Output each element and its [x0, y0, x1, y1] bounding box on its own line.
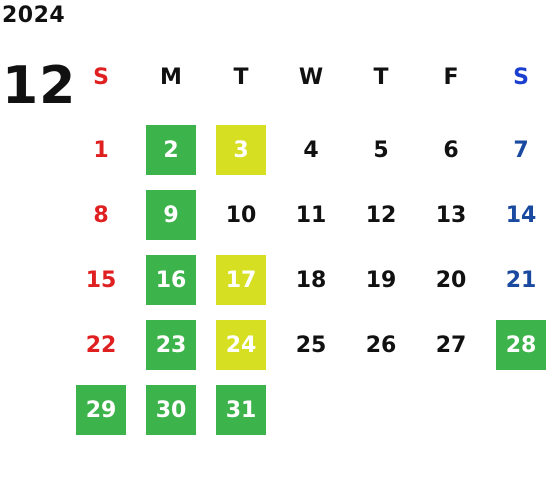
day-cell-18[interactable]: 18	[295, 267, 327, 293]
day-cell-3[interactable]: 3	[216, 125, 266, 175]
month-number: 12	[2, 56, 77, 116]
day-cell-27[interactable]: 27	[435, 332, 467, 358]
day-cell-20[interactable]: 20	[435, 267, 467, 293]
day-cell-17[interactable]: 17	[216, 255, 266, 305]
day-cell-9[interactable]: 9	[146, 190, 196, 240]
day-cell-30[interactable]: 30	[146, 385, 196, 435]
weekday-header: T	[233, 64, 249, 90]
day-cell-14[interactable]: 14	[505, 202, 537, 228]
day-cell-31[interactable]: 31	[216, 385, 266, 435]
day-cell-15[interactable]: 15	[85, 267, 117, 293]
day-cell-22[interactable]: 22	[85, 332, 117, 358]
day-cell-10[interactable]: 10	[225, 202, 257, 228]
day-cell-16[interactable]: 16	[146, 255, 196, 305]
weekday-header: M	[160, 64, 182, 90]
day-cell-29[interactable]: 29	[76, 385, 126, 435]
day-cell-7[interactable]: 7	[513, 137, 529, 163]
day-cell-23[interactable]: 23	[146, 320, 196, 370]
day-cell-1[interactable]: 1	[93, 137, 109, 163]
day-cell-26[interactable]: 26	[365, 332, 397, 358]
day-cell-5[interactable]: 5	[373, 137, 389, 163]
day-cell-12[interactable]: 12	[365, 202, 397, 228]
weekday-header: F	[443, 64, 459, 90]
weekday-header: S	[513, 64, 529, 90]
day-cell-6[interactable]: 6	[443, 137, 459, 163]
day-cell-24[interactable]: 24	[216, 320, 266, 370]
weekday-header: S	[93, 64, 109, 90]
day-cell-25[interactable]: 25	[295, 332, 327, 358]
day-cell-28[interactable]: 28	[496, 320, 546, 370]
day-cell-13[interactable]: 13	[435, 202, 467, 228]
day-cell-11[interactable]: 11	[295, 202, 327, 228]
weekday-header: W	[298, 64, 324, 90]
day-cell-2[interactable]: 2	[146, 125, 196, 175]
weekday-header: T	[373, 64, 389, 90]
day-cell-8[interactable]: 8	[93, 202, 109, 228]
day-cell-21[interactable]: 21	[505, 267, 537, 293]
year-label: 2024	[2, 3, 66, 28]
day-cell-4[interactable]: 4	[303, 137, 319, 163]
day-cell-19[interactable]: 19	[365, 267, 397, 293]
